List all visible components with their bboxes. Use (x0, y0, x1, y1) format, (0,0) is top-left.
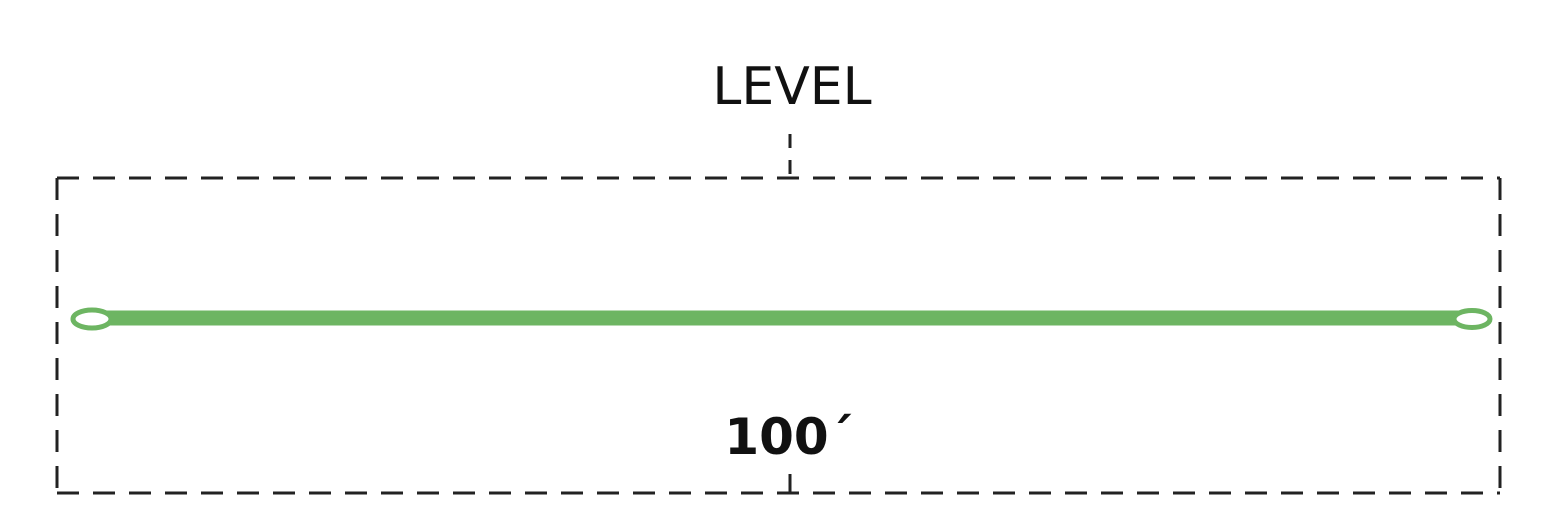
level-label: LEVEL (712, 57, 871, 117)
cable-eyelet-right (1451, 308, 1493, 330)
dimension-bracket (55, 134, 1502, 495)
cable-eyelet-left (70, 307, 114, 331)
length-label: 100´ (724, 408, 853, 466)
